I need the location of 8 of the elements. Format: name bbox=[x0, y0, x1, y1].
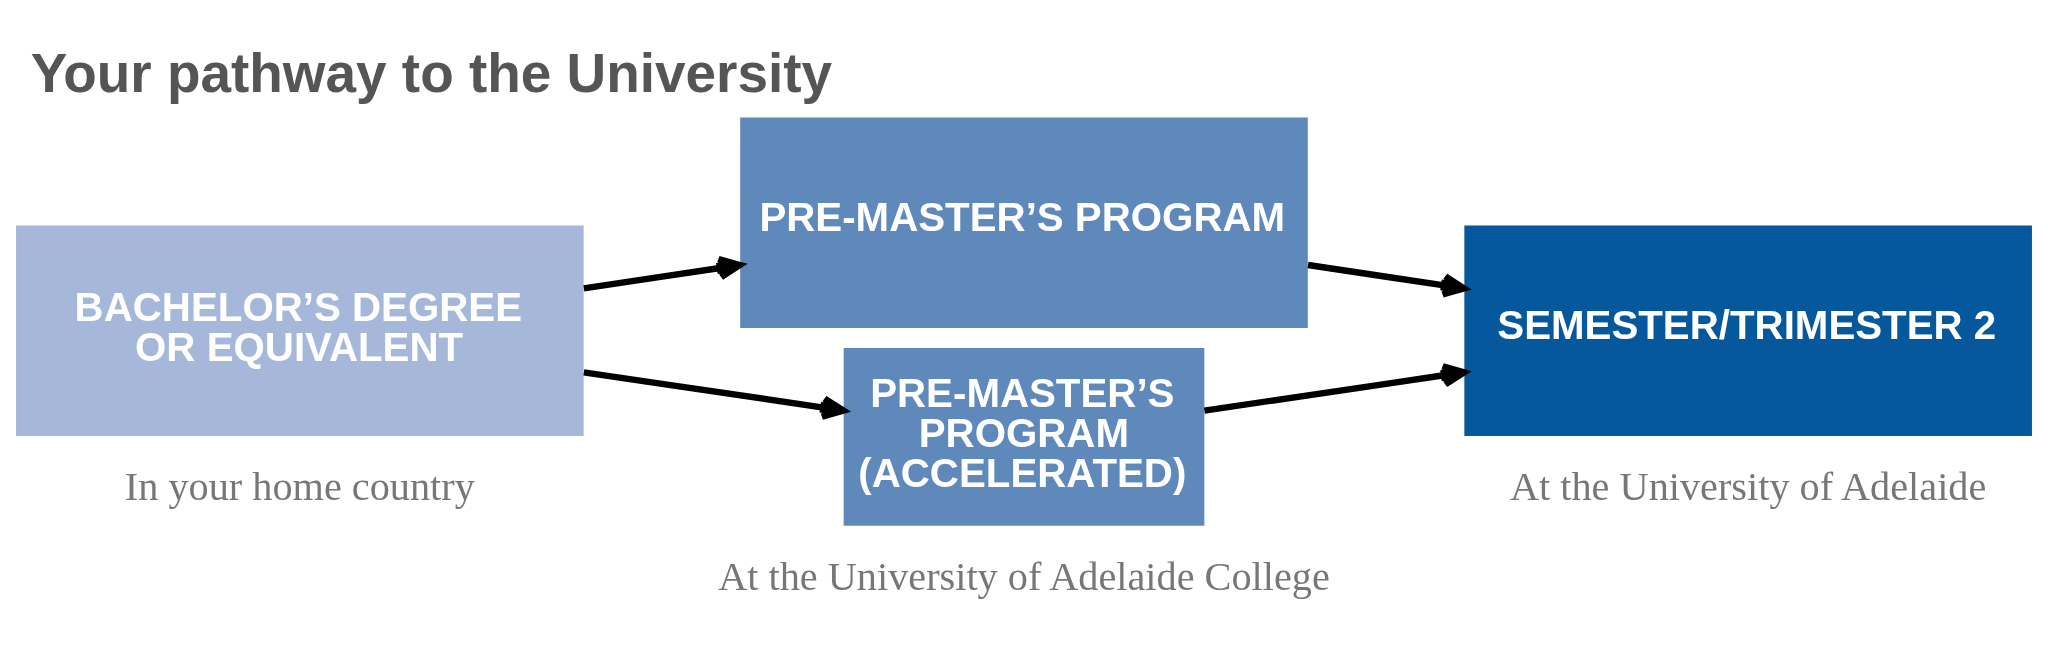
label: In your home country bbox=[124, 464, 475, 510]
node-box: PRE-MASTER’S PROGRAM bbox=[740, 117, 1308, 328]
node-box: SEMESTER/TRIMESTER 2 bbox=[1464, 225, 2032, 436]
node-box: PRE-MASTER’S PROGRAM (ACCELERATED) bbox=[843, 348, 1205, 526]
label: At the University of Adelaide College bbox=[718, 553, 1330, 599]
node-box: BACHELOR’S DEGREE OR EQUIVALENT bbox=[16, 225, 584, 436]
diagram-title: Your pathway to the University bbox=[30, 41, 833, 104]
label: At the University of Adelaide bbox=[1509, 464, 1987, 510]
